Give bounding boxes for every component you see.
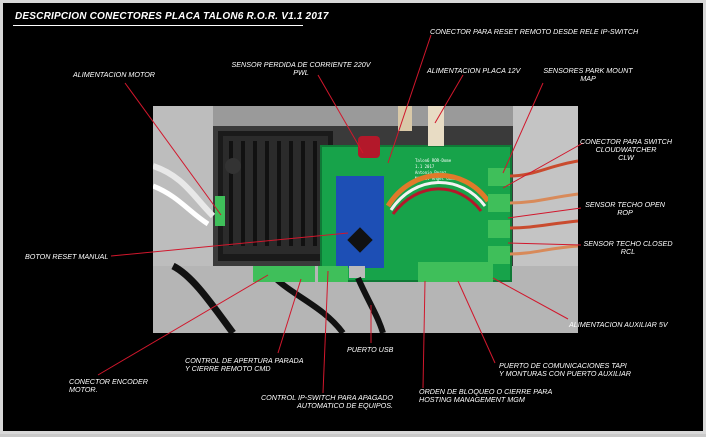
- leader-lines: [97, 34, 584, 394]
- label-bloqueo-line2: HOSTING MANAGEMENT MGM: [419, 395, 525, 404]
- label-com-line2: Y MONTURAS CON PUERTO AUXILIAR: [499, 369, 631, 378]
- label-reset-remoto: CONECTOR PARA RESET REMOTO DESDE RELE IP…: [430, 27, 639, 36]
- label-comunicaciones: PUERTO DE COMUNICACIONES TAPI Y MONTURAS…: [499, 362, 631, 378]
- label-ipswitch: CONTROL IP-SWITCH PARA APAGADO AUTOMATIC…: [253, 394, 393, 410]
- title-underline: [13, 25, 303, 26]
- label-alimentacion-motor: ALIMENTACION MOTOR: [73, 70, 155, 79]
- label-alim-placa: ALIMENTACION PLACA 12V: [427, 66, 521, 75]
- board-heading: Talon6 ROR-Dome: [415, 158, 452, 163]
- board-version: 1.1 2017: [415, 164, 435, 169]
- label-open-line1: SENSOR TECHO OPEN: [585, 200, 665, 209]
- label-apertura: CONTROL DE APERTURA PARADA Y CIERRE REMO…: [185, 357, 303, 373]
- leader-ipswitch: [322, 270, 329, 394]
- label-closed-line1: SENSOR TECHO CLOSED: [583, 239, 673, 248]
- label-cloud-line3: CLW: [618, 153, 634, 162]
- label-encoder: CONECTOR ENCODER MOTOR.: [69, 378, 148, 394]
- label-park-line1: SENSORES PARK MOUNT: [543, 66, 633, 75]
- label-bloqueo-line1: ORDEN DE BLOQUEO O CIERRE PARA: [419, 387, 553, 396]
- leader-com: [457, 280, 496, 364]
- label-park: SENSORES PARK MOUNT MAP: [533, 67, 643, 83]
- label-ipswitch-line1: CONTROL IP-SWITCH PARA APAGADO: [260, 393, 393, 402]
- label-aux5v: ALIMENTACION AUXILIAR 5V: [569, 320, 668, 329]
- leader-bloqueo: [422, 280, 426, 389]
- board-author-1: Antonio Perez: [415, 170, 447, 175]
- label-sensor-corriente-line2: PWL: [293, 68, 309, 77]
- label-encoder-line1: CONECTOR ENCODER: [69, 377, 148, 386]
- label-boton-reset: BOTON RESET MANUAL: [25, 252, 109, 261]
- label-apertura-line2: Y CIERRE REMOTO CMD: [185, 364, 271, 373]
- leader-reset-remoto: [387, 34, 432, 164]
- leader-aux5v: [492, 277, 569, 320]
- label-apertura-line1: CONTROL DE APERTURA PARADA: [185, 356, 304, 365]
- label-sensor-corriente-line1: SENSOR PERDIDA DE CORRIENTE 220V: [231, 60, 371, 69]
- label-park-line2: MAP: [580, 74, 596, 83]
- page-title: DESCRIPCION CONECTORES PLACA TALON6 R.O.…: [15, 11, 329, 22]
- label-bloqueo: ORDEN DE BLOQUEO O CIERRE PARA HOSTING M…: [419, 388, 552, 404]
- leader-alimentacion-motor: [124, 82, 222, 216]
- label-sensor-open: SENSOR TECHO OPEN ROP: [575, 201, 675, 217]
- label-sensor-closed: SENSOR TECHO CLOSED RCL: [575, 240, 681, 256]
- leader-open: [507, 207, 582, 219]
- leader-closed: [507, 242, 582, 246]
- label-encoder-line2: MOTOR.: [69, 385, 98, 394]
- leader-sensor-corriente: [317, 74, 364, 154]
- label-ipswitch-line2: AUTOMATICO DE EQUIPOS.: [297, 401, 393, 410]
- leader-alim-placa: [434, 74, 464, 124]
- label-open-line2: ROP: [617, 208, 633, 217]
- leader-apertura: [277, 278, 302, 354]
- leader-park: [502, 82, 544, 174]
- leader-cloud: [502, 142, 584, 189]
- label-sensor-corriente: SENSOR PERDIDA DE CORRIENTE 220V PWL: [221, 61, 381, 77]
- board-photo: Talon6 ROR-Dome 1.1 2017 Antonio Perez M…: [153, 106, 578, 333]
- label-cloudwatcher: CONECTOR PARA SWITCH CLOUDWATCHER CLW: [571, 138, 681, 162]
- label-cloud-line1: CONECTOR PARA SWITCH: [579, 137, 673, 146]
- leader-boton-reset: [110, 232, 349, 257]
- label-usb: PUERTO USB: [347, 345, 394, 354]
- label-cloud-line2: CLOUDWATCHER: [595, 145, 657, 154]
- label-com-line1: PUERTO DE COMUNICACIONES TAPI: [499, 361, 627, 370]
- board-author-2: Miguel Angel Gomez: [415, 176, 459, 181]
- leader-encoder: [97, 274, 269, 376]
- board-illustration: Talon6 ROR-Dome 1.1 2017 Antonio Perez M…: [153, 106, 578, 333]
- label-closed-line2: RCL: [620, 247, 636, 256]
